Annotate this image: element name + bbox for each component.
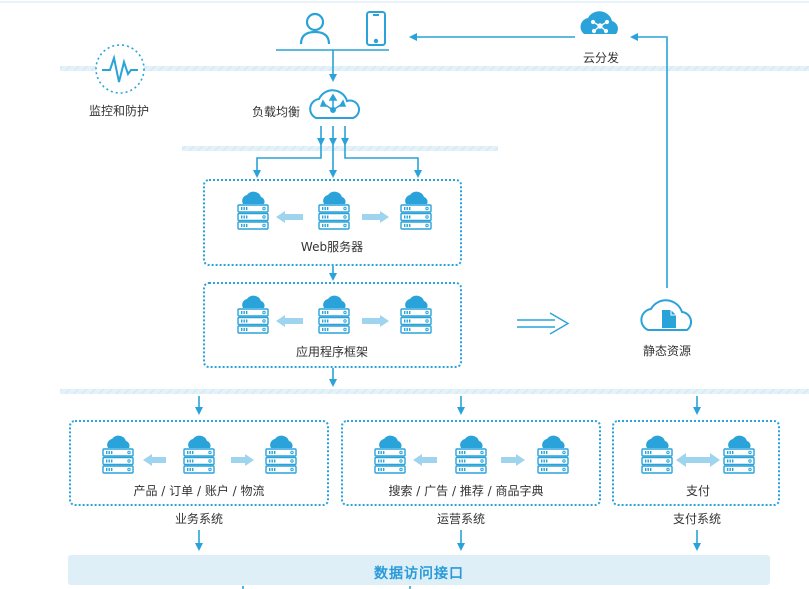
monitoring-label: 监控和防护 [88,104,150,118]
mobile-icon [366,11,386,46]
operations-system-title: 运营系统 [436,512,486,526]
arrow-right-icon [362,315,389,327]
cloud-document-icon [640,299,693,331]
business-system-group [69,420,329,506]
business-inner-label: 产品 / 订单 / 账户 / 物流 [133,484,265,498]
heartbeat-icon [95,44,145,94]
cloud-distribution-label: 云分发 [582,51,620,65]
user-icon [299,12,331,45]
web-server-label: Web服务器 [300,240,364,254]
static-resources-label: 静态资源 [642,344,692,358]
data-access-label: 数据访问接口 [374,566,464,582]
payment-system-title: 支付系统 [672,512,722,526]
double-arrow-icon [517,312,570,335]
payment-system-group [612,420,780,506]
app-framework-label: 应用程序框架 [295,345,369,359]
arrow-left-icon [276,211,303,223]
arrow-right-icon [362,211,389,223]
arrow-left-icon [413,454,437,466]
double-headed-arrow-icon [676,453,720,467]
operations-system-group [341,420,601,506]
operations-inner-label: 搜索 / 广告 / 推荐 / 商品字典 [388,484,544,498]
cloud-network-icon [580,11,618,34]
cloud-arrows-icon [309,89,360,119]
web-server-group [203,179,462,266]
payment-inner-label: 支付 [685,484,711,498]
arrow-left-icon [143,454,166,466]
load-balance-label: 负载均衡 [251,105,301,119]
arrow-right-icon [231,454,254,466]
app-framework-group [203,282,462,368]
business-system-title: 业务系统 [174,512,224,526]
arrow-left-icon [276,315,303,327]
arrow-right-icon [501,454,525,466]
data-access-band [68,555,770,585]
